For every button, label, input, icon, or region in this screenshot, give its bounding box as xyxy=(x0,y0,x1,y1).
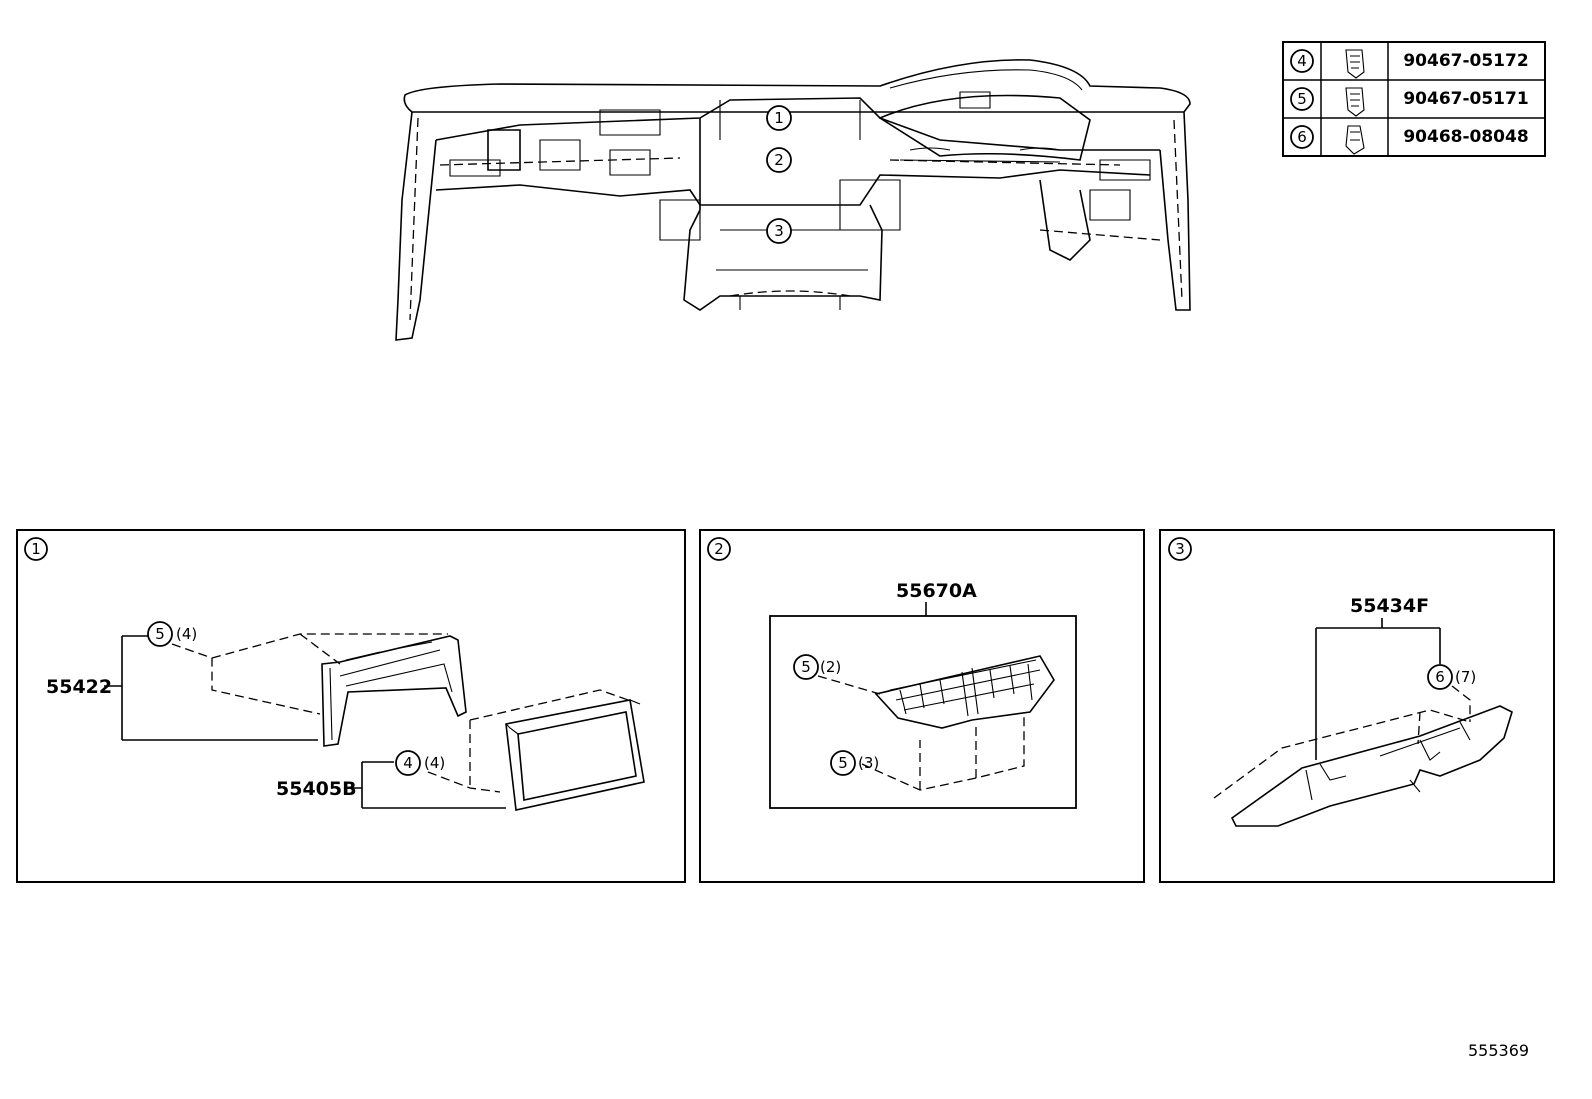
clip-quantity: (4) xyxy=(176,625,197,643)
detail-panel-3: 3 55434F 6 (7) xyxy=(1159,529,1555,883)
clip-ref: 6 xyxy=(1435,668,1445,686)
dashboard-callouts: 1 2 3 xyxy=(766,105,792,244)
clip-icon xyxy=(1345,125,1365,155)
fastener-part-number: 90468-08048 xyxy=(1403,127,1528,147)
fastener-table: 4 90467-05172 5 90467-05171 6 90468-0804… xyxy=(1282,41,1546,157)
part-label-55670a: 55670A xyxy=(896,580,977,602)
detail-panel-2: 2 55670A 5 (2) 5 (3) xyxy=(699,529,1145,883)
clip-quantity: (7) xyxy=(1455,668,1476,686)
fastener-part-number: 90467-05172 xyxy=(1403,51,1528,71)
clip-ref: 4 xyxy=(403,754,413,772)
clip-icon xyxy=(1345,87,1365,117)
frame-55422-drawing xyxy=(171,633,467,747)
callout-2: 2 xyxy=(774,151,784,169)
lower-trim-panel-55434f-drawing xyxy=(1213,685,1513,827)
panel-index: 1 xyxy=(31,540,41,558)
fastener-ref: 6 xyxy=(1297,128,1307,146)
fastener-row: 6 90468-08048 xyxy=(1290,125,1529,155)
dashboard-assembly-drawing xyxy=(395,59,1191,341)
clip-quantity: (2) xyxy=(820,658,841,676)
callout-3: 3 xyxy=(774,222,784,240)
fastener-part-number: 90467-05171 xyxy=(1403,89,1528,109)
part-label-55434f: 55434F xyxy=(1350,595,1429,617)
callout-1: 1 xyxy=(774,109,784,127)
panel-index: 3 xyxy=(1175,540,1185,558)
fastener-row: 5 90467-05171 xyxy=(1290,87,1529,117)
panel-index: 2 xyxy=(714,540,724,558)
air-vent-register-55670a-drawing xyxy=(817,655,1055,791)
clip-ref: 5 xyxy=(155,625,165,643)
detail-panel-1: 1 55422 5 (4) 55405B 4 (4) xyxy=(16,529,686,883)
clip-ref: 5 xyxy=(838,754,848,772)
clip-quantity: (3) xyxy=(858,754,879,772)
display-bezel-55405b-drawing xyxy=(427,689,645,811)
part-label-55422: 55422 xyxy=(46,676,112,698)
fastener-row: 4 90467-05172 xyxy=(1290,49,1529,79)
diagram-code: 555369 xyxy=(1468,1041,1529,1060)
fastener-ref: 5 xyxy=(1297,90,1307,108)
clip-icon xyxy=(1345,49,1365,79)
clip-quantity: (4) xyxy=(424,754,445,772)
part-label-55405b: 55405B xyxy=(276,778,357,800)
fastener-ref: 4 xyxy=(1297,52,1307,70)
clip-ref: 5 xyxy=(801,658,811,676)
